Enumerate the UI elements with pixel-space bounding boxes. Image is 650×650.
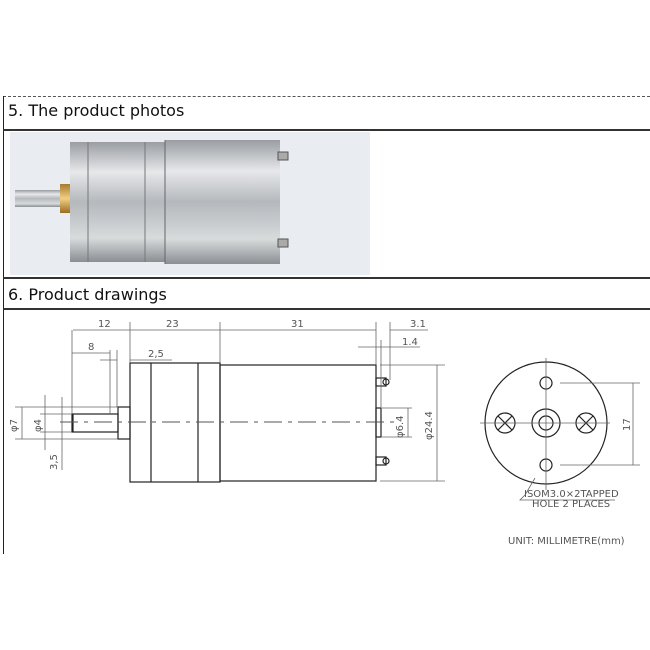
dim-phi6-4: φ6.4 [395,416,406,439]
divider [3,308,650,310]
dim-23: 23 [166,319,179,330]
dimension-lines [15,322,445,482]
dashed-divider [3,96,650,97]
section-title-photos: 5. The product photos [8,101,185,120]
shaft [71,413,119,433]
end-view-centerlines [480,358,640,501]
motor-outline [219,364,377,482]
product-photo-gear-motor [10,132,370,275]
dim-31: 31 [291,319,304,330]
dim-8: 8 [88,342,94,353]
section-title-drawings: 6. Product drawings [8,285,167,304]
divider [3,277,650,279]
gear-motor-photo [15,140,289,264]
dim-3-1: 3.1 [410,319,426,330]
dim-phi24-4: φ24.4 [424,411,435,440]
divider [3,129,650,131]
table-left-border [3,96,4,554]
dim-12: 12 [98,319,111,330]
shaft-boss [117,406,131,440]
dim-2-5: 2,5 [148,349,164,360]
unit-label: UNIT: MILLIMETRE(mm) [508,536,625,547]
dim-3-5: 3,5 [49,454,60,470]
dim-1-4: 1.4 [402,337,418,348]
dim-phi4: φ4 [33,419,44,432]
dim-phi7: φ7 [9,419,20,432]
tapped-hole-note-line2: HOLE 2 PLACES [532,499,610,510]
tapped-hole-note-line1: ISOM3.0×2TAPPED [524,489,619,500]
dim-17: 17 [622,418,633,431]
